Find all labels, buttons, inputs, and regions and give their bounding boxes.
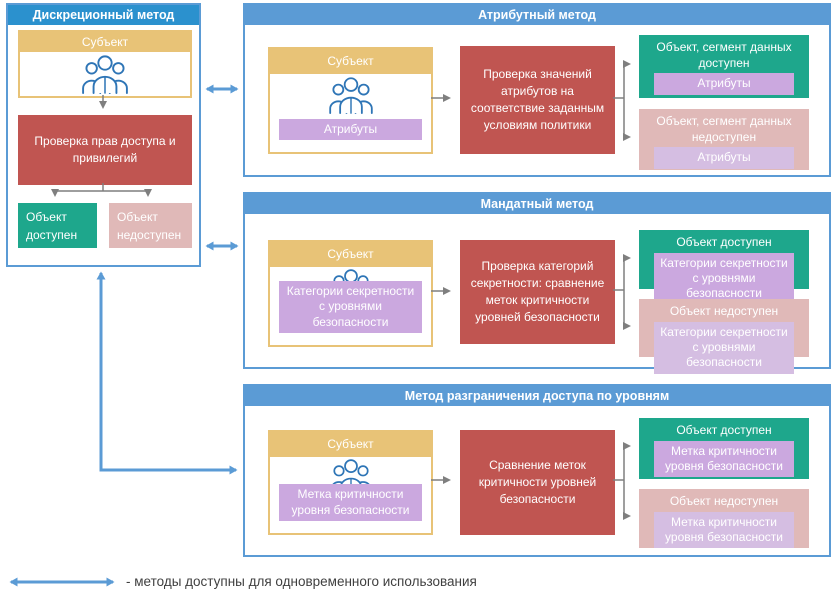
people-group-icon xyxy=(270,76,431,114)
panel-discretionary: Дискреционный метод Субъект Проверка пра… xyxy=(6,3,201,267)
object-denied-title: Объект, сегмент данных недоступен xyxy=(656,114,792,144)
object-granted-title: Объект доступен xyxy=(676,235,772,249)
panel-levels: Метод разграничения доступа по уровням С… xyxy=(243,384,831,557)
object-denied-box: Объект недоступен xyxy=(109,203,192,248)
subject-label: Субъект xyxy=(270,432,431,457)
check-box: Сравнение меток критичности уровней безо… xyxy=(460,430,615,535)
object-denied-title: Объект недоступен xyxy=(669,304,779,318)
subject-box: Субъект Метка критичности уровня безопас… xyxy=(268,430,433,535)
granted-label-tag: Метка критичности уровня безопасности xyxy=(654,440,794,478)
subject-attributes-tag: Атрибуты xyxy=(279,118,422,140)
subject-label: Субъект xyxy=(270,49,431,74)
subject-box: Субъект Атрибуты xyxy=(268,47,433,154)
panel-title-mandatory: Мандатный метод xyxy=(245,194,829,214)
legend-text: - методы доступны для одновременного исп… xyxy=(126,574,477,589)
denied-label-tag: Метка критичности уровня безопасности xyxy=(654,511,794,549)
object-denied-title: Объект недоступен xyxy=(669,494,779,508)
object-denied-box: Объект, сегмент данных недоступен Атрибу… xyxy=(639,109,809,170)
object-granted-box: Объект доступен xyxy=(18,203,97,248)
subject-label-tag: Метка критичности уровня безопасности xyxy=(279,484,422,521)
object-granted-box: Объект доступен Метка критичности уровня… xyxy=(639,418,809,479)
panel-title-levels: Метод разграничения доступа по уровням xyxy=(245,386,829,406)
object-granted-title: Объект доступен xyxy=(676,423,772,437)
object-denied-box: Объект недоступен Категории секретности … xyxy=(639,299,809,374)
granted-attributes-tag: Атрибуты xyxy=(654,73,794,95)
object-granted-box: Объект доступен Категории секретности с … xyxy=(639,230,809,305)
people-group-icon xyxy=(20,54,190,94)
panel-attribute: Атрибутный метод Субъект Атрибуты Провер… xyxy=(243,3,831,177)
subject-label: Субъект xyxy=(20,32,190,52)
panel-title-discretionary: Дискреционный метод xyxy=(8,5,199,25)
check-box: Проверка прав доступа и привилегий xyxy=(18,115,192,185)
subject-box: Субъект xyxy=(18,30,192,98)
check-box: Проверка категорий секретности: сравнени… xyxy=(460,240,615,344)
panel-title-attribute: Атрибутный метод xyxy=(245,5,829,25)
denied-attributes-tag: Атрибуты xyxy=(654,147,794,169)
granted-categories-tag: Категории секретности с уровнями безопас… xyxy=(654,252,794,305)
check-box: Проверка значений атрибутов на соответст… xyxy=(460,46,615,154)
object-granted-title: Объект, сегмент данных доступен xyxy=(656,40,792,70)
object-granted-box: Объект, сегмент данных доступен Атрибуты xyxy=(639,35,809,98)
subject-categories-tag: Категории секретности с уровнями безопас… xyxy=(279,280,422,333)
object-denied-box: Объект недоступен Метка критичности уров… xyxy=(639,489,809,549)
subject-box: Субъект Категории секретности с уровнями… xyxy=(268,240,433,347)
denied-categories-tag: Категории секретности с уровнями безопас… xyxy=(654,321,794,374)
subject-label: Субъект xyxy=(270,242,431,267)
panel-mandatory: Мандатный метод Субъект Категории секрет… xyxy=(243,192,831,374)
